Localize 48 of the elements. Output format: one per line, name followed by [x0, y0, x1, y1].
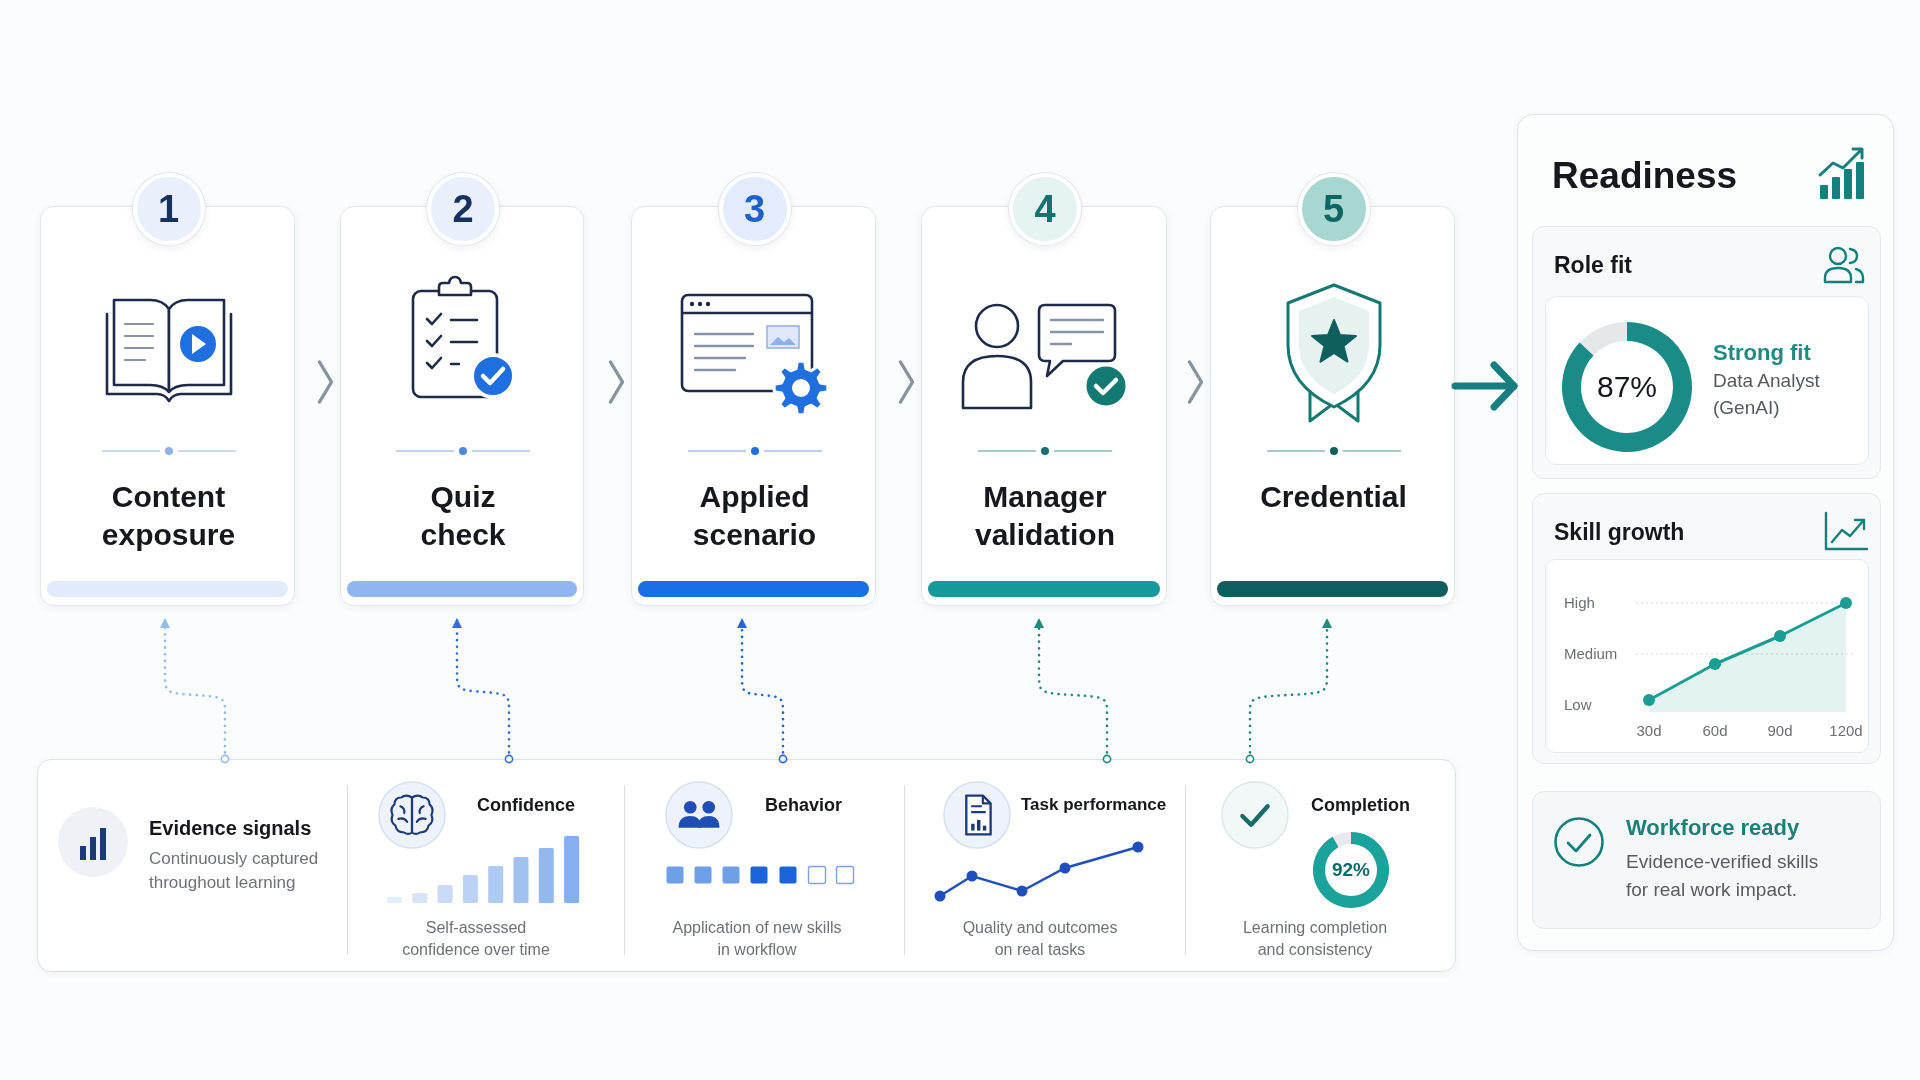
section-title: Completion: [1311, 794, 1410, 817]
role-name: Data Analyst (GenAI): [1713, 369, 1821, 420]
status-text: Evidence-verified skills for real work impact.: [1626, 850, 1820, 902]
section-title: Evidence signals: [149, 816, 312, 841]
percentage-value: 87%: [1595, 369, 1658, 405]
step-number: 5: [1297, 173, 1370, 245]
panel-title: Readiness: [1552, 154, 1738, 198]
percentage-value: 92%: [1331, 858, 1371, 882]
role-fit-summary: [1545, 296, 1869, 465]
status-title: Workforce ready: [1626, 814, 1800, 842]
dotted-arrow: [160, 616, 230, 764]
dotted-arrow: [1245, 616, 1332, 764]
step-number: 4: [1009, 173, 1081, 245]
arrow: [1451, 361, 1518, 411]
dotted-arrow: [737, 616, 788, 764]
axis-label: Medium: [1564, 644, 1618, 664]
section-caption: Learning completion and consistency: [1241, 918, 1389, 960]
status-card: [1532, 791, 1881, 929]
step-title: Quiz check: [419, 479, 507, 553]
axis-label: 120d: [1828, 721, 1864, 741]
fit-label: Strong fit: [1713, 339, 1811, 367]
section-caption: Self-assessed confidence over time: [401, 918, 551, 960]
card-title: Role fit: [1554, 251, 1632, 279]
readiness-panel: [1517, 114, 1894, 951]
section-caption: Quality and outcomes on real tasks: [961, 918, 1119, 960]
axis-label: 60d: [1701, 721, 1729, 741]
step-number: 3: [718, 173, 791, 245]
step-title: Manager validation: [974, 479, 1116, 553]
dotted-arrow: [1034, 616, 1112, 764]
dotted-arrow: [452, 616, 514, 764]
step-number: 1: [132, 173, 205, 245]
axis-label: Low: [1564, 695, 1592, 715]
axis-label: 30d: [1635, 721, 1663, 741]
evidence-panel: [37, 759, 1456, 972]
skill-growth-card: [1532, 493, 1881, 764]
card-title: Skill growth: [1554, 518, 1685, 546]
section-text: Continuously captured throughout learning: [149, 848, 320, 894]
section-title: Behavior: [765, 794, 843, 817]
step-title: Credential: [1259, 479, 1408, 515]
step-number: 2: [427, 173, 499, 245]
section-caption: Application of new skills in workflow: [671, 918, 843, 960]
axis-label: High: [1564, 593, 1595, 613]
step-title: Applied scenario: [691, 479, 818, 553]
step-title: Content exposure: [100, 479, 237, 553]
axis-label: 90d: [1766, 721, 1794, 741]
role-fit-card: [1532, 226, 1881, 479]
section-title: Task performance: [1021, 794, 1167, 816]
section-title: Confidence: [477, 794, 575, 817]
